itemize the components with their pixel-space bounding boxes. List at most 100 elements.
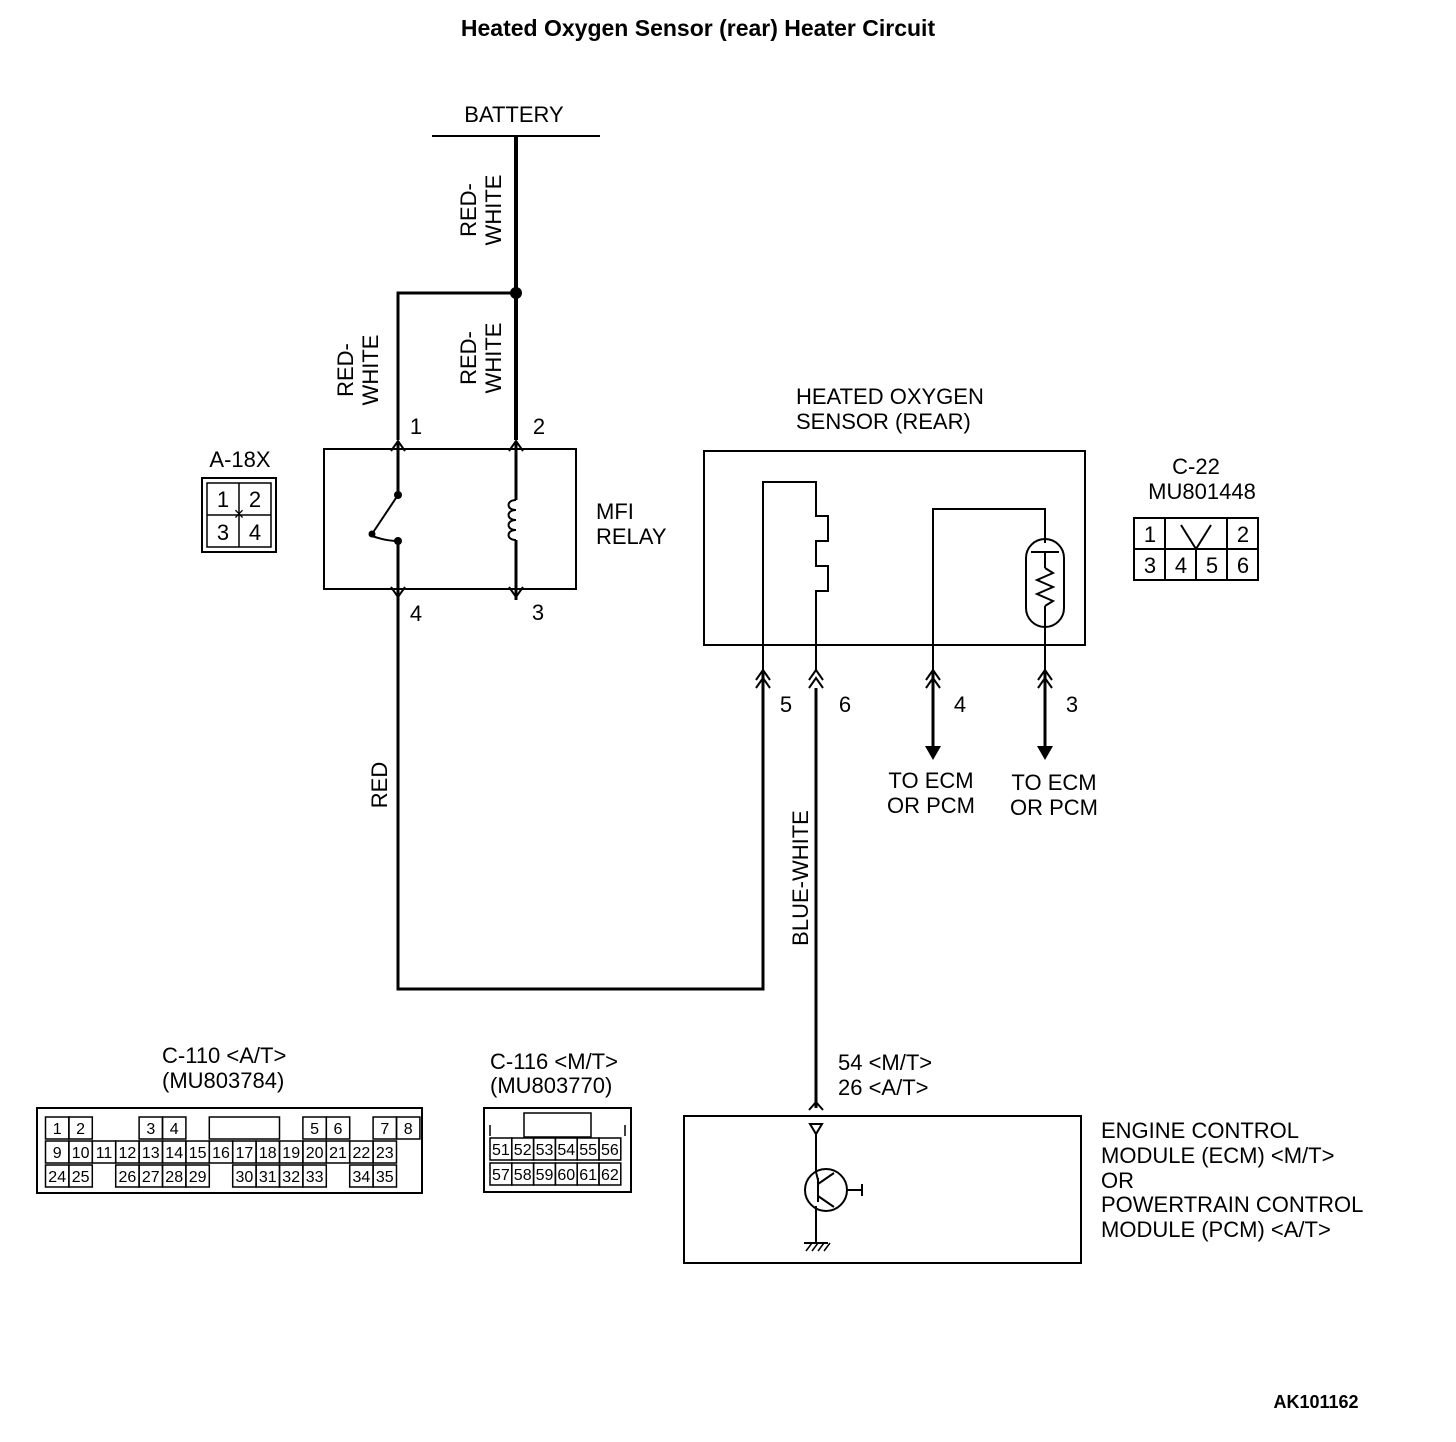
ecm-label: MODULE (PCM) <A/T> bbox=[1101, 1217, 1331, 1242]
a18x-cell: 3 bbox=[217, 520, 229, 545]
c110-code: C-110 <A/T> bbox=[162, 1043, 286, 1068]
c110-pin-number: 29 bbox=[189, 1169, 207, 1186]
c110-pin-number: 2 bbox=[76, 1121, 85, 1138]
heater-element-icon bbox=[762, 481, 829, 670]
to-ecm-label: OR PCM bbox=[1010, 795, 1098, 820]
c22-part: MU801448 bbox=[1148, 479, 1256, 504]
connector-a18x: A-18X 1 2 3 4 × bbox=[201, 447, 277, 553]
c110-cell bbox=[302, 1164, 328, 1188]
c110-pin-number: 17 bbox=[236, 1145, 254, 1162]
to-ecm-label: TO ECM bbox=[1011, 770, 1096, 795]
c110-cell bbox=[372, 1140, 398, 1164]
heated-oxygen-sensor: HEATED OXYGEN SENSOR (REAR) 5 6 4 3 TO E… bbox=[703, 384, 1098, 820]
pin-arrow-icon bbox=[755, 668, 771, 681]
c110-pin-number: 5 bbox=[310, 1121, 319, 1138]
ecm-label: POWERTRAIN CONTROL bbox=[1101, 1192, 1363, 1217]
c110-pin-number: 20 bbox=[306, 1145, 324, 1162]
c116-pin-number: 59 bbox=[536, 1167, 554, 1184]
c110-cell bbox=[395, 1116, 421, 1140]
c110-pin-number: 31 bbox=[259, 1169, 277, 1186]
c116-pin-number: 60 bbox=[557, 1167, 575, 1184]
ecm-box bbox=[683, 1115, 1082, 1264]
lock-mark-icon: × bbox=[234, 504, 245, 524]
svg-text:RED: RED bbox=[367, 762, 392, 808]
relay-pin-number: 2 bbox=[533, 414, 545, 439]
c22-cell: 1 bbox=[1144, 522, 1156, 547]
ecm-label: OR bbox=[1101, 1168, 1134, 1193]
a18x-cell: 4 bbox=[249, 520, 261, 545]
c110-cell bbox=[161, 1116, 187, 1140]
sensor-pin-number: 6 bbox=[839, 692, 851, 717]
c116-cell bbox=[598, 1162, 622, 1186]
ecm-label: ENGINE CONTROL bbox=[1101, 1118, 1299, 1143]
sensor-pin-number: 4 bbox=[954, 692, 966, 717]
wire-color-relay-pin1: RED- WHITE bbox=[333, 335, 383, 406]
sensor-label: SENSOR (REAR) bbox=[796, 409, 971, 434]
diagram-title: Heated Oxygen Sensor (rear) Heater Circu… bbox=[461, 15, 936, 41]
relay-pin-number: 3 bbox=[532, 600, 544, 625]
sensor-pin-number: 3 bbox=[1066, 692, 1078, 717]
c116-code: C-116 <M/T> bbox=[490, 1049, 618, 1074]
c116-pin-number: 53 bbox=[536, 1142, 554, 1159]
c110-part: (MU803784) bbox=[162, 1068, 284, 1093]
wire-red bbox=[396, 600, 765, 991]
c110-blank-block bbox=[208, 1116, 281, 1140]
c22-cell: 2 bbox=[1237, 522, 1249, 547]
c116-pin-number: 52 bbox=[514, 1142, 532, 1159]
c110-pin-number: 15 bbox=[189, 1145, 207, 1162]
wire-splice-to-pin1 bbox=[396, 291, 516, 440]
svg-text:WHITE: WHITE bbox=[358, 335, 383, 406]
c110-pin-number: 16 bbox=[212, 1145, 230, 1162]
c22-cell: 6 bbox=[1237, 553, 1249, 578]
wire-color-relay-pin2: RED- WHITE bbox=[456, 323, 506, 394]
c116-pin-number: 57 bbox=[492, 1167, 510, 1184]
a18x-cell: 2 bbox=[249, 487, 261, 512]
c110-pin-number: 35 bbox=[376, 1169, 394, 1186]
c116-pin-number: 54 bbox=[557, 1142, 575, 1159]
c116-pin-number: 51 bbox=[492, 1142, 510, 1159]
relay-pin-number: 1 bbox=[410, 414, 422, 439]
svg-text:RED-: RED- bbox=[456, 331, 481, 385]
connector-c22: C-22 MU801448 1 2 3 4 5 6 bbox=[1133, 454, 1259, 581]
ecm-label: MODULE (ECM) <M/T> bbox=[1101, 1143, 1334, 1168]
sensor-box bbox=[703, 450, 1086, 646]
c110-pin-number: 14 bbox=[165, 1145, 183, 1162]
mfi-relay: 1 2 4 3 MFI RELAY bbox=[323, 414, 667, 626]
c110-pin-number: 13 bbox=[142, 1145, 160, 1162]
c116-pin-number: 58 bbox=[514, 1167, 532, 1184]
pin-arrow-icon bbox=[808, 1100, 824, 1111]
svg-text:WHITE: WHITE bbox=[481, 175, 506, 246]
svg-text:RED-: RED- bbox=[333, 343, 358, 397]
a18x-cell: 1 bbox=[217, 487, 229, 512]
c110-cell bbox=[68, 1164, 94, 1188]
svg-text:RED-: RED- bbox=[456, 183, 481, 237]
c116-pin-number: 62 bbox=[601, 1167, 619, 1184]
c110-cell bbox=[68, 1116, 94, 1140]
wire-color-blue-white: BLUE-WHITE bbox=[788, 810, 813, 946]
relay-label: MFI bbox=[596, 499, 634, 524]
battery: BATTERY bbox=[432, 102, 600, 137]
relay-pin-number: 4 bbox=[410, 601, 422, 626]
ecm-pin-label: 54 <M/T> bbox=[838, 1050, 932, 1075]
sensor-pin-number: 5 bbox=[780, 692, 792, 717]
c110-pin-number: 34 bbox=[353, 1169, 371, 1186]
c110-pin-number: 11 bbox=[96, 1145, 113, 1162]
c110-pin-number: 9 bbox=[53, 1145, 62, 1162]
ecm-pin-label: 26 <A/T> bbox=[838, 1075, 929, 1100]
svg-text:WHITE: WHITE bbox=[481, 323, 506, 394]
c116-part: (MU803770) bbox=[490, 1073, 612, 1098]
c116-pin-number: 56 bbox=[601, 1142, 619, 1159]
c22-cell: 4 bbox=[1175, 553, 1187, 578]
c110-pin-number: 30 bbox=[236, 1169, 254, 1186]
c110-pin-number: 3 bbox=[146, 1121, 155, 1138]
c110-pin-number: 8 bbox=[404, 1121, 413, 1138]
arrow-down-icon bbox=[925, 746, 941, 760]
c110-pin-number: 1 bbox=[53, 1121, 62, 1138]
c110-cell bbox=[325, 1116, 351, 1140]
svg-text:BLUE-WHITE: BLUE-WHITE bbox=[788, 810, 813, 946]
c22-cell: 5 bbox=[1206, 553, 1218, 578]
c116-cell bbox=[598, 1137, 622, 1161]
wire-color-battery-feed: RED- WHITE bbox=[456, 175, 506, 246]
